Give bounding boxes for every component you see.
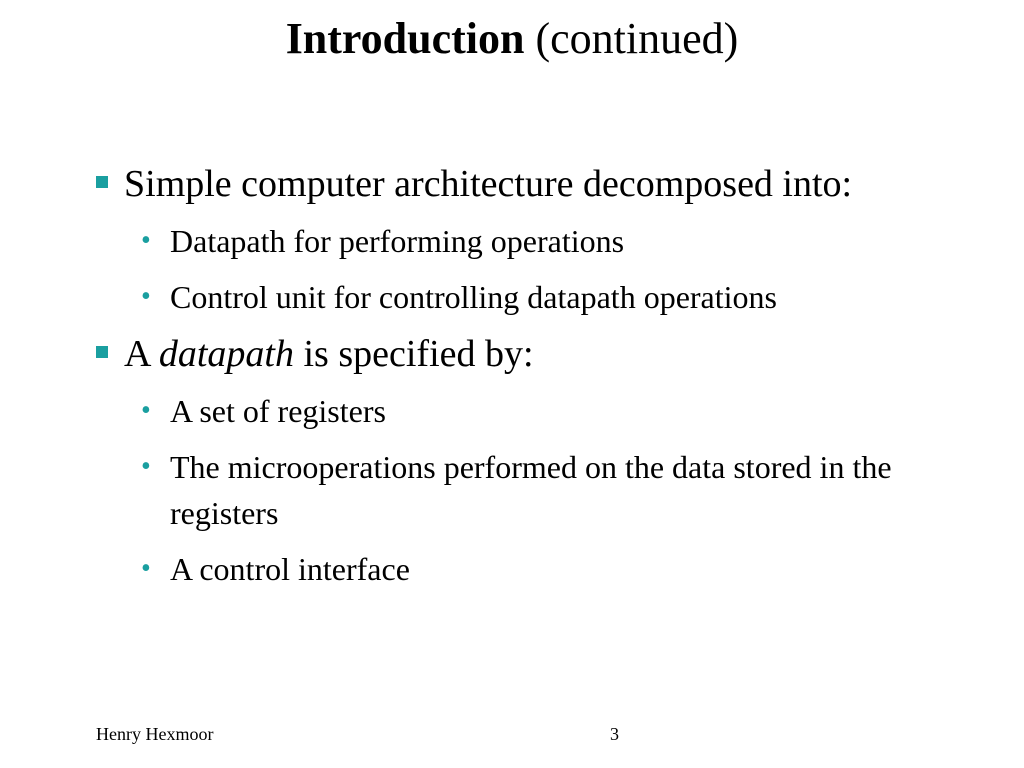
teal-dot-icon: • <box>141 553 151 584</box>
bullet-text-emphasis: datapath <box>158 333 294 375</box>
bullet-text-post: is specified by: <box>293 333 534 375</box>
sub-bullet-item: • Control unit for controlling datapath … <box>92 274 972 320</box>
bullet-item: Simple computer architecture decomposed … <box>92 160 972 208</box>
sub-bullet-list: • Datapath for performing operations • C… <box>92 218 972 320</box>
teal-square-icon <box>96 176 108 188</box>
sub-bullet-text: Datapath for performing operations <box>170 223 625 259</box>
teal-dot-icon: • <box>141 395 151 426</box>
sub-bullet-item: • A set of registers <box>92 388 972 434</box>
teal-dot-icon: • <box>141 225 151 256</box>
sub-bullet-text: A control interface <box>170 551 410 587</box>
footer-author: Henry Hexmoor <box>96 724 214 744</box>
sub-bullet-list: • A set of registers • The microoperatio… <box>92 388 972 592</box>
title-continued-text: (continued) <box>524 14 739 63</box>
sub-bullet-item: • Datapath for performing operations <box>92 218 972 264</box>
teal-dot-icon: • <box>141 451 151 482</box>
slide-title: Introduction (continued) <box>0 12 1024 66</box>
sub-bullet-item: • A control interface <box>92 546 972 592</box>
bullet-text-pre: A <box>124 333 159 375</box>
sub-bullet-text: The microoperations performed on the dat… <box>170 449 892 531</box>
teal-dot-icon: • <box>141 281 151 312</box>
sub-bullet-text: Control unit for controlling datapath op… <box>170 279 777 315</box>
page-number: 3 <box>610 724 619 744</box>
slide-body: Simple computer architecture decomposed … <box>92 160 972 602</box>
sub-bullet-item: • The microoperations performed on the d… <box>92 444 972 536</box>
title-bold-text: Introduction <box>285 14 525 63</box>
sub-bullet-text: A set of registers <box>170 393 386 429</box>
bullet-item: A datapath is specified by: <box>92 330 972 378</box>
teal-square-icon <box>96 346 108 358</box>
bullet-text: Simple computer architecture decomposed … <box>124 163 853 205</box>
